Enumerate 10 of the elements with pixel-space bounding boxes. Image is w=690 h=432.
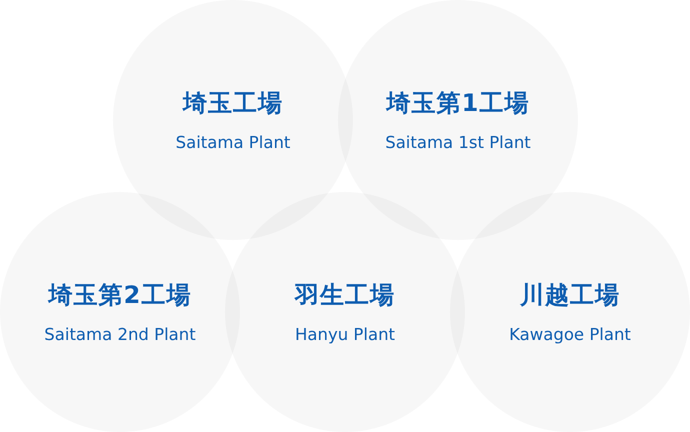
plant-name-japanese: 埼玉第1工場 xyxy=(386,89,530,117)
plant-name-english: Saitama 2nd Plant xyxy=(44,325,196,345)
plant-name-english: Kawagoe Plant xyxy=(509,325,631,345)
plant-name-japanese: 埼玉第2工場 xyxy=(48,281,192,309)
plant-name-english: Saitama 1st Plant xyxy=(385,133,531,153)
plant-name-english: Hanyu Plant xyxy=(295,325,395,345)
plant-name-japanese: 埼玉工場 xyxy=(183,89,283,117)
plant-name-english: Saitama Plant xyxy=(176,133,290,153)
plant-name-japanese: 川越工場 xyxy=(520,281,620,309)
plant-name-japanese: 羽生工場 xyxy=(295,281,395,309)
